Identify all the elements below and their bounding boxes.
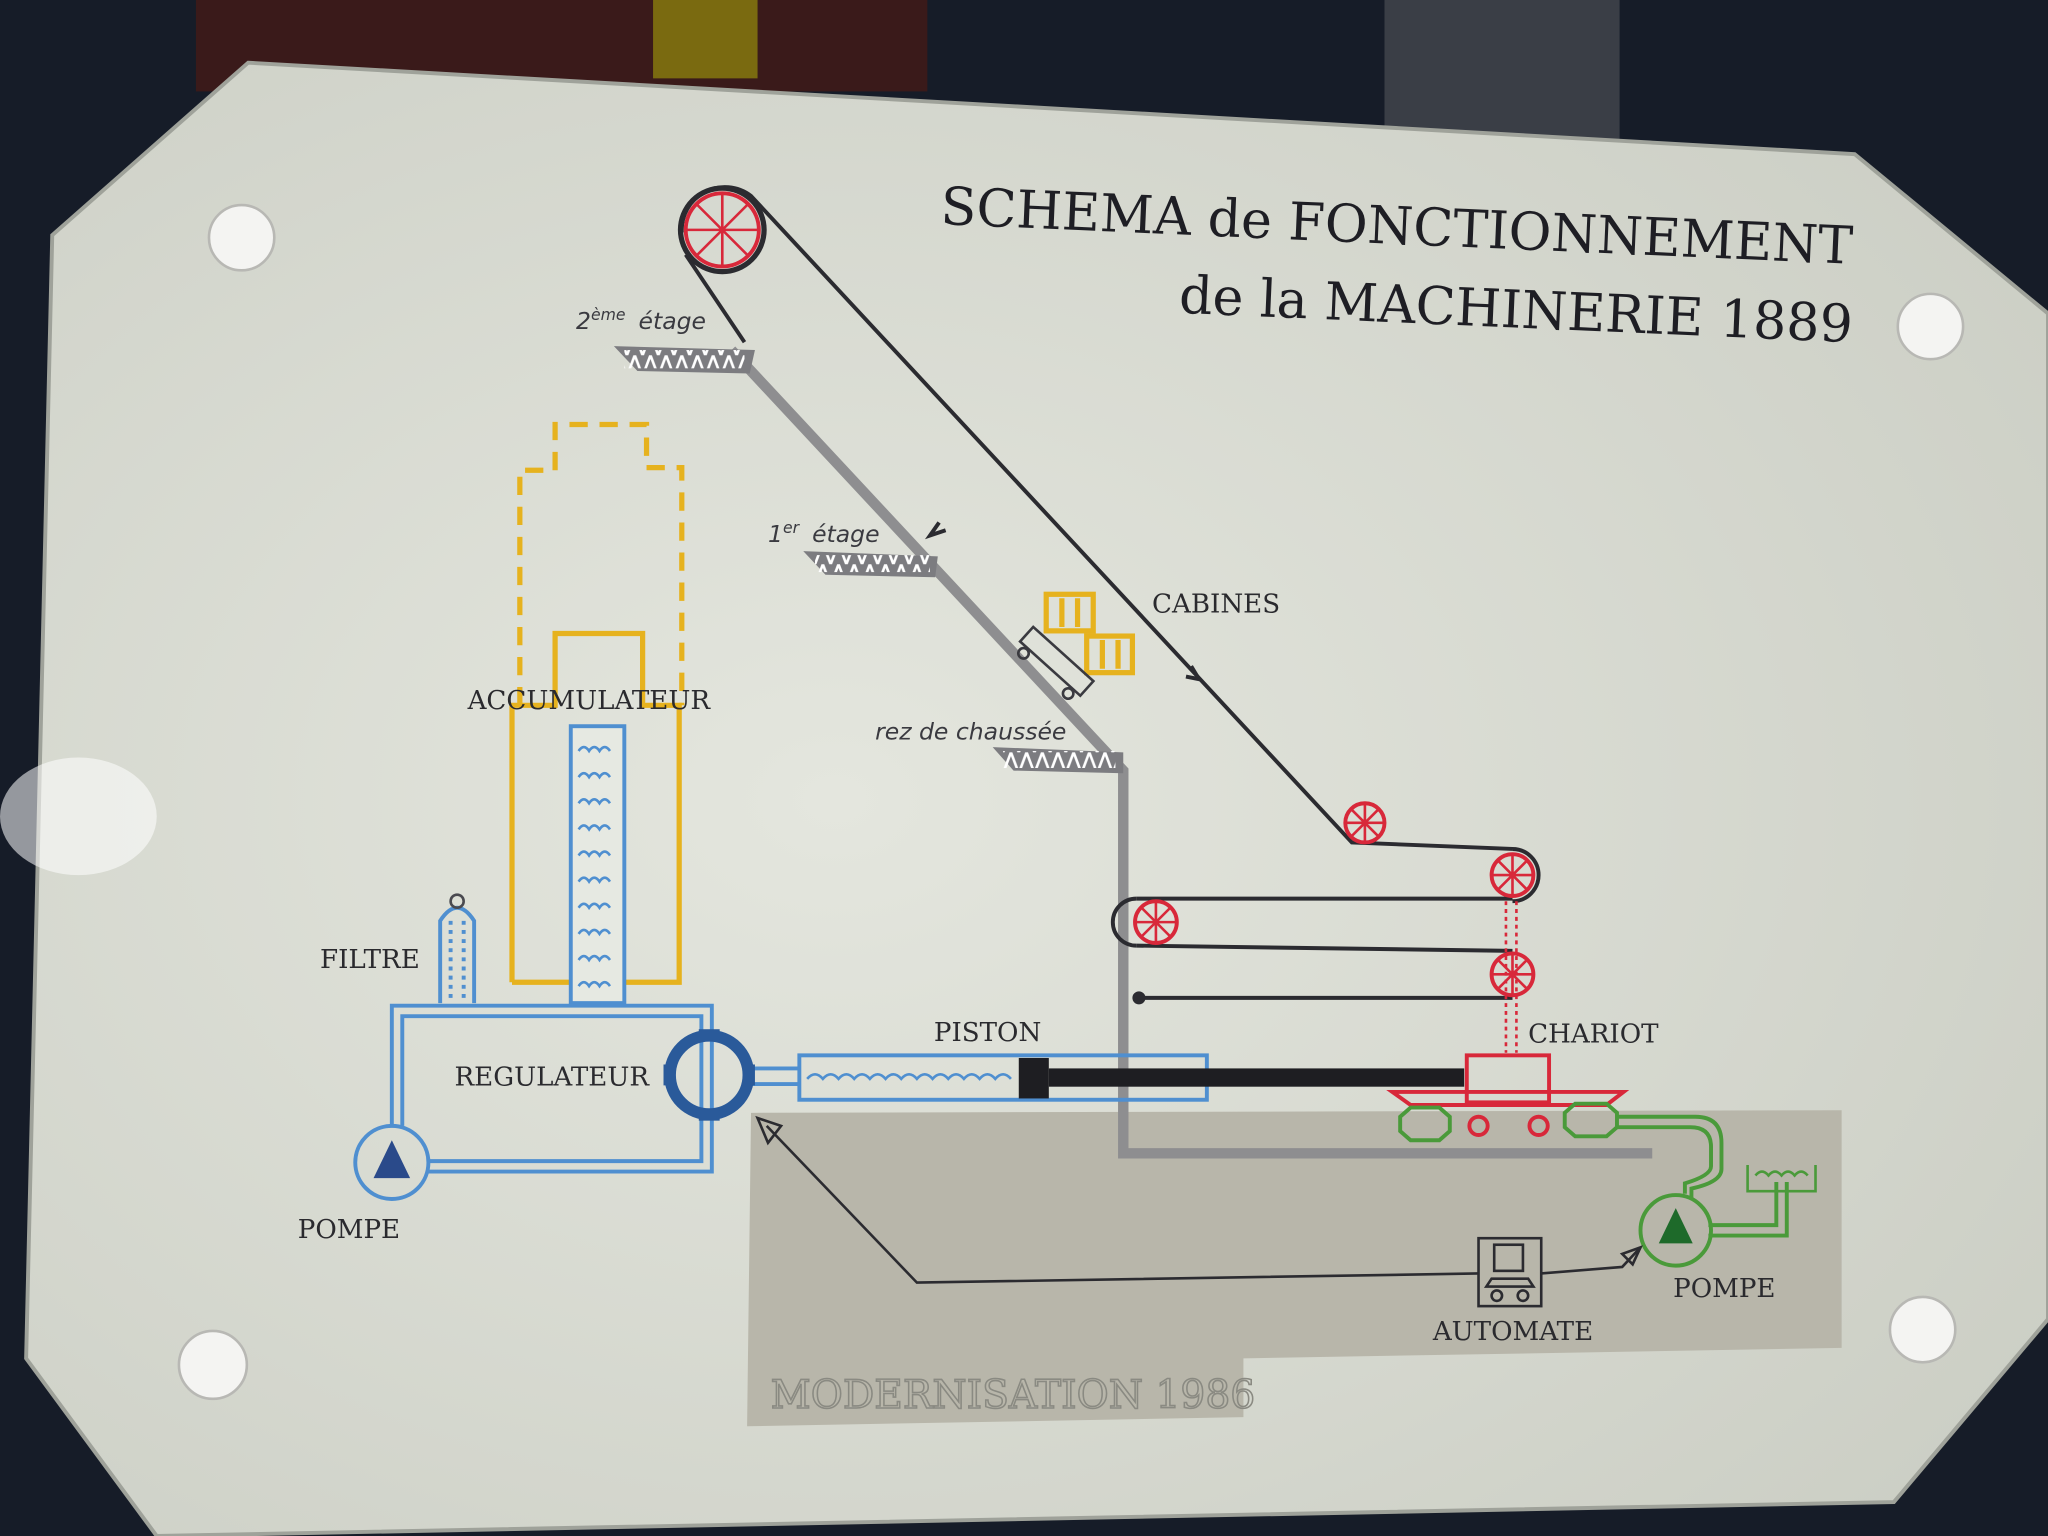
wheel-icon [1133,899,1179,945]
wheel-icon [1489,951,1536,998]
piston-label: PISTON [934,1018,1041,1048]
modernisation-label: MODERNISATION 1986 [771,1373,1256,1418]
pump-triangle-icon [373,1140,411,1179]
screw-icon [1896,292,1965,361]
background-yellow-object [653,0,758,79]
floor-suffix: ème [591,305,626,324]
floor-suffix: er [783,518,801,537]
green-hydraulics [1398,1101,1817,1268]
floor-word: étage [639,307,706,335]
wheel-icon [1343,801,1387,845]
pump-triangle-icon [1658,1208,1693,1244]
wheel-icon [1489,852,1536,898]
accumulator-outline [509,630,682,985]
modernisation-area [747,1110,1842,1427]
regulateur-label: REGULATEUR [455,1062,651,1092]
pompe-left-label: POMPE [298,1215,400,1245]
piston-head [1018,1057,1049,1099]
light-glare [0,757,157,876]
cable-anchor [1132,991,1146,1005]
background-window [1384,0,1620,144]
chariot-label: CHARIOT [1528,1019,1659,1049]
automate-icon [1477,1236,1543,1308]
floor-number: 2 [576,307,591,335]
screw-icon [207,203,276,272]
floor-ground: rez de chaussée [875,717,1124,774]
floor-word: rez de chaussée [875,717,1066,745]
cabin-carriage [1016,625,1096,701]
accumulator-dashed-outline [517,421,685,706]
regulator-valve-icon [663,1029,755,1121]
accumulateur-label: ACCUMULATEUR [467,686,712,716]
pompe-right-label: POMPE [1673,1274,1775,1304]
automate-label: AUTOMATE [1432,1317,1593,1347]
cabins [1043,591,1136,676]
hydraulic-circuit [353,724,1209,1201]
chariot-link [1504,901,1518,1053]
wheel-icon [677,185,767,275]
screw-icon [1888,1295,1957,1364]
floor-number: 1 [768,520,783,548]
floor-second: 2ème étage [576,305,755,374]
piston-rod [1048,1068,1465,1087]
cabines-label: CABINES [1152,590,1280,620]
screw-icon [177,1329,249,1401]
floor-word: étage [812,520,879,548]
screws [177,203,1965,1401]
filter-cap [449,893,465,910]
filtre-label: FILTRE [320,945,420,975]
control-line [755,1115,1643,1284]
